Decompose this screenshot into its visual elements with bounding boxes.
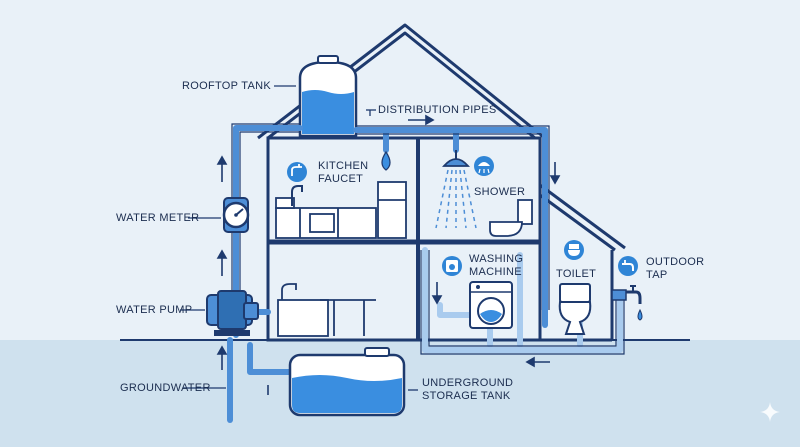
leader-lines [180, 85, 418, 391]
label-underground-storage-tank-line2: STORAGE TANK [422, 390, 511, 402]
sparkle-icon [760, 402, 780, 422]
label-shower: SHOWER [474, 186, 526, 198]
lower-left-furniture [277, 283, 376, 337]
label-kitchen-faucet-line2: FAUCET [318, 173, 364, 185]
label-kitchen-faucet: KITCHEN FAUCET [318, 160, 368, 186]
label-outdoor-tap-line2: TAP [646, 269, 668, 281]
washing-machine-icon [442, 256, 462, 276]
drain-pipes [422, 247, 623, 353]
label-underground-storage-tank: UNDERGROUND STORAGE TANK [422, 377, 513, 403]
flow-arrows [216, 114, 561, 395]
outdoor-tap-fixture [611, 285, 643, 321]
shower-fixture [435, 150, 477, 229]
label-rooftop-tank: ROOFTOP TANK [182, 80, 271, 92]
label-groundwater: GROUNDWATER [120, 382, 211, 394]
label-water-meter: WATER METER [116, 212, 200, 224]
label-underground-storage-tank-line1: UNDERGROUND [422, 377, 514, 389]
label-washing-machine-line2: MACHINE [469, 266, 522, 278]
drain-outlines [420, 250, 625, 355]
label-washing-machine: WASHING MACHINE [469, 253, 523, 279]
water-drop-icon [381, 150, 391, 171]
label-washing-machine-line1: WASHING [469, 253, 524, 265]
label-outdoor-tap-line1: OUTDOOR [646, 256, 705, 268]
underground-storage-tank [288, 347, 406, 417]
label-kitchen-faucet-line1: KITCHEN [318, 160, 369, 172]
toilet-icon [564, 240, 584, 260]
label-outdoor-tap: OUTDOOR TAP [646, 256, 704, 282]
label-distribution-pipes: DISTRIBUTION PIPES [378, 104, 497, 116]
kitchen-cabinets [275, 181, 407, 239]
washing-machine-fixture [469, 281, 513, 329]
pipe-outlines [231, 123, 550, 335]
supply-pipes [233, 125, 548, 338]
upper-toilet [489, 199, 533, 237]
label-water-pump: WATER PUMP [116, 304, 193, 316]
shower-icon [474, 156, 494, 176]
tap-icon [618, 256, 638, 276]
rooftop-tank [298, 55, 358, 138]
faucet-icon [287, 162, 307, 182]
label-toilet: TOILET [556, 268, 597, 280]
water-meter [222, 197, 250, 233]
toilet-fixture [558, 283, 592, 335]
water-pump [206, 290, 259, 336]
kitchen-faucet-fixture [291, 185, 303, 206]
